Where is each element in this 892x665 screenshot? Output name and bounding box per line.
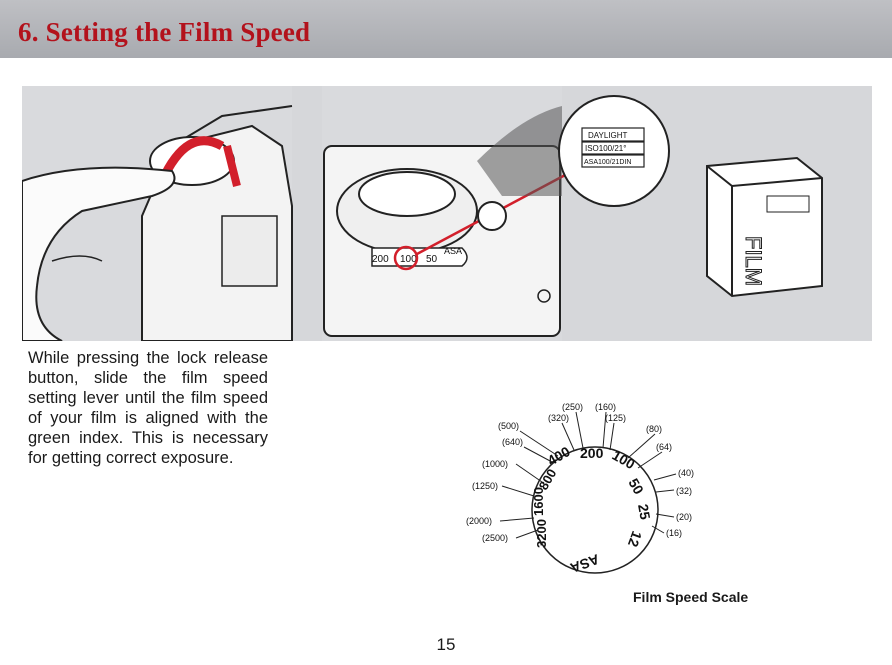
scale-caption: Film Speed Scale	[633, 589, 749, 605]
film-label-callout: DAYLIGHT ISO100/21° ASA100/21DIN	[558, 95, 670, 207]
page-title: 6. Setting the Film Speed	[18, 17, 311, 47]
scale-bracket-32: (32)	[676, 486, 692, 496]
page-number: 15	[436, 635, 456, 654]
scale-value-400: 400	[545, 443, 573, 469]
scale-value-1600: 1600	[531, 487, 546, 516]
film-box-drawing: FILM	[706, 156, 823, 298]
dial-number-100: 100	[400, 254, 417, 265]
scale-value-200: 200	[580, 445, 604, 461]
scale-bracket-16: (16)	[666, 528, 682, 538]
scale-bracket-20: (20)	[676, 512, 692, 522]
hand-on-camera-drawing	[22, 86, 293, 341]
scale-value-12: 12	[625, 529, 645, 549]
scale-circle	[531, 446, 659, 574]
scale-value-50: 50	[625, 476, 647, 498]
scale-value-25: 25	[635, 503, 653, 521]
scale-bracket-320: (320)	[548, 413, 569, 423]
film-label-line-1: DAYLIGHT	[588, 131, 628, 140]
film-label-line-2: ISO100/21°	[585, 144, 626, 153]
dial-number-200: 200	[372, 254, 389, 265]
camera-illustration: 200 100 50 ASA DAYLIGHT ISO100/21° ASA10…	[22, 86, 872, 341]
dial-number-50: 50	[426, 254, 438, 265]
scale-bracket-1250: (1250)	[472, 481, 498, 491]
scale-bracket-125: (125)	[605, 413, 626, 423]
scale-bracket-80: (80)	[646, 424, 662, 434]
scale-bracket-640: (640)	[502, 437, 523, 447]
scale-bracket-250: (250)	[562, 402, 583, 412]
scale-bracket-64: (64)	[656, 442, 672, 452]
scale-bracket-160: (160)	[595, 402, 616, 412]
scale-bracket-40: (40)	[678, 468, 694, 478]
film-box-text: FILM	[741, 236, 766, 286]
instruction-paragraph: While pressing the lock release button, …	[28, 349, 268, 467]
header-band: 6. Setting the Film Speed	[0, 0, 892, 58]
film-label-line-3: ASA100/21DIN	[584, 159, 631, 166]
scale-pointer-lines	[499, 411, 677, 539]
dial-unit-label: ASA	[444, 246, 462, 256]
scale-bracket-2000: (2000)	[466, 516, 492, 526]
scale-bracket-2500: (2500)	[482, 533, 508, 543]
scale-value-3200: 3200	[534, 519, 549, 548]
scale-bracket-500: (500)	[498, 421, 519, 431]
dial-closeup-drawing: 200 100 50 ASA	[322, 86, 583, 341]
film-speed-scale: 400 200 100 50 25 12 1600 800 3200 ASA (…	[462, 390, 722, 590]
scale-bracket-1000: (1000)	[482, 459, 508, 469]
